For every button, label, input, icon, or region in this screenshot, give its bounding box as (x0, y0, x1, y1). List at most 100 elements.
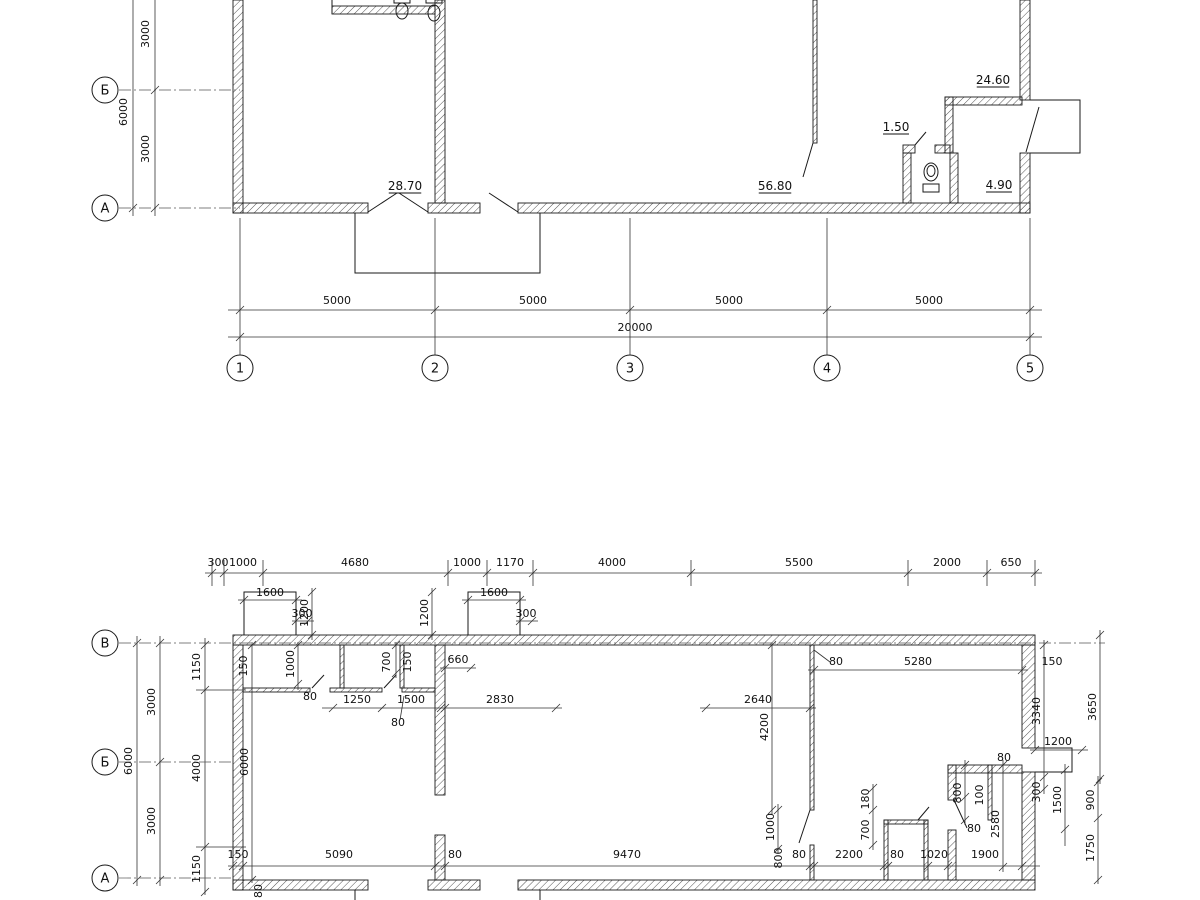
dimension-label: 3000 (139, 135, 152, 163)
dimension-label: 2640 (744, 693, 772, 706)
dimension-label: 1250 (343, 693, 371, 706)
dimension-label: 150 (1042, 655, 1063, 668)
dimension-label: 80 (303, 690, 317, 703)
plan-top-fixtures (393, 0, 940, 193)
dimension-label: 1600 (256, 586, 284, 599)
dimension-label: 2830 (486, 693, 514, 706)
dimension-label: 1000 (453, 556, 481, 569)
dimension-label: 300 (208, 556, 229, 569)
grid-bubble-label: 5 (1026, 362, 1034, 377)
dimension-label: 3340 (1030, 697, 1043, 725)
dimension-label: 2200 (835, 848, 863, 861)
dimension-label: 80 (967, 822, 981, 835)
dimension-label: 80 (829, 655, 843, 668)
annex-outline (1030, 99, 1081, 154)
dimension-label: 1600 (480, 586, 508, 599)
dimension-label: 5000 (323, 294, 351, 307)
dimension-label: 6000 (238, 748, 251, 776)
plan-top-outlines (331, 0, 1081, 274)
dimension-label: 1200 (1044, 735, 1072, 748)
grid-bubble (91, 194, 119, 222)
room-area-label: 4.90 (986, 178, 1013, 192)
dimension-label: 1150 (190, 855, 203, 883)
grid-bubble-label: 3 (626, 362, 634, 377)
grid-bubble (91, 864, 119, 892)
dimension-label: 1900 (971, 848, 999, 861)
grid-bubble-label: А (101, 202, 110, 217)
grid-bubble-label: 1 (236, 362, 244, 377)
dimension-label: 150 (401, 652, 414, 673)
grid-bubble-label: 2 (431, 362, 439, 377)
dimension-label: 80 (448, 848, 462, 861)
plan-bottom-grid-bubbles: ВБА (91, 629, 119, 892)
dimension-label: 80 (391, 716, 405, 729)
dimension-label: 700 (859, 820, 872, 841)
dimension-label: 700 (380, 652, 393, 673)
dimension-label: 5000 (715, 294, 743, 307)
dimension-label: 300 (292, 607, 313, 620)
dimension-label: 1170 (496, 556, 524, 569)
door-leaf (367, 192, 398, 213)
dimension-label: 4000 (190, 754, 203, 782)
dimension-label: 1000 (284, 650, 297, 678)
dimension-label: 2580 (989, 810, 1002, 838)
dimension-label: 1200 (418, 599, 431, 627)
room-area-label: 28.70 (388, 179, 422, 193)
room-area-label: 1.50 (883, 120, 910, 134)
dimension-label: 6000 (122, 747, 135, 775)
dimension-label: 80 (997, 751, 1011, 764)
dimension-label: 180 (859, 789, 872, 810)
dimension-label: 4000 (598, 556, 626, 569)
grid-axis-lines (119, 89, 1105, 879)
dimension-label: 1000 (764, 813, 777, 841)
dimension-label: 80 (792, 848, 806, 861)
porch-outline (354, 213, 541, 274)
door-leaf (383, 674, 397, 689)
vestibule-outline (467, 591, 521, 635)
door-leaf (798, 809, 811, 844)
dimension-label: 1750 (1084, 834, 1097, 862)
dimension-label: 1020 (920, 848, 948, 861)
dimension-label: 300 (516, 607, 537, 620)
dimension-lines (128, 0, 1105, 897)
dimension-label: 1000 (229, 556, 257, 569)
dimension-label: 20000 (618, 321, 653, 334)
dimension-label: 650 (1001, 556, 1022, 569)
dimension-label: 1150 (190, 653, 203, 681)
door-leaf (398, 192, 429, 213)
dimension-label: 9470 (613, 848, 641, 861)
dimension-label: 150 (237, 656, 250, 677)
dimension-label: 2000 (933, 556, 961, 569)
dimension-label: 3000 (139, 20, 152, 48)
dimension-label: 5000 (519, 294, 547, 307)
grid-bubble (91, 629, 119, 657)
dimension-label: 5000 (915, 294, 943, 307)
dimension-label: 150 (228, 848, 249, 861)
dimension-label: 660 (448, 653, 469, 666)
door-leaf (914, 131, 927, 146)
grid-bubble-label: Б (101, 84, 110, 99)
toilet-icon (425, 0, 443, 22)
dimension-label: 1200 (298, 599, 311, 627)
door-leaf (1025, 106, 1040, 153)
grid-bubble (91, 76, 119, 104)
vestibule-outline (243, 591, 297, 635)
dimension-label: 3000 (145, 688, 158, 716)
room-area-label: 56.80 (758, 179, 792, 193)
dimension-label: 80 (252, 884, 265, 898)
dimension-label: 5280 (904, 655, 932, 668)
annex-outline (1035, 747, 1073, 773)
dimension-label: 100 (973, 785, 986, 806)
dimension-label: 300 (1030, 782, 1043, 803)
grid-bubble-label: 4 (823, 362, 831, 377)
dimension-label: 1500 (397, 693, 425, 706)
door-leaf (917, 806, 930, 821)
dimension-label: 80 (890, 848, 904, 861)
dimension-label: 5090 (325, 848, 353, 861)
